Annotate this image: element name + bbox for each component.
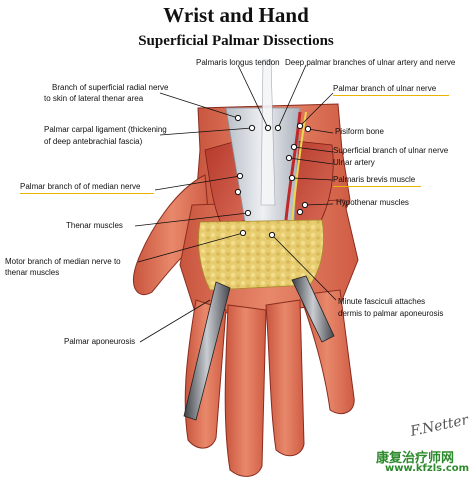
label-superficial-radial-nerve-2: to skin of lateral thenar area (44, 94, 144, 103)
label-palmar-carpal-ligament-2: of deep antebrachial fascia) (44, 137, 143, 146)
label-minute-fasciculi-1: Minute fasciculi attaches (338, 297, 426, 306)
label-palmar-branch-median-nerve: Palmar branch of of median nerve (20, 182, 154, 194)
label-superficial-branch-ulnar: Superficial branch of ulnar nerve (333, 146, 449, 155)
palmaris-longus-tendon (260, 59, 276, 206)
label-palmar-carpal-ligament-1: Palmar carpal ligament (thickening (44, 125, 167, 134)
label-hypothenar-muscles: Hypothenar muscles (336, 198, 409, 207)
watermark-site-url: www.kfzls.com (385, 463, 470, 474)
label-deep-palmar-branches: Deep palmar branches of ulnar artery and… (285, 58, 456, 67)
ring-finger (265, 299, 305, 457)
label-motor-branch-2: thenar muscles (5, 268, 60, 277)
pin-markers (234, 114, 312, 239)
middle-finger (224, 304, 267, 477)
forceps-left (183, 281, 231, 421)
label-minute-fasciculi-2: dermis to palmar aponeurosis (338, 309, 444, 318)
label-motor-branch-1: Motor branch of median nerve to (5, 257, 121, 266)
label-palmaris-longus: Palmaris longus tendon (196, 58, 280, 67)
label-pisiform-bone: Pisiform bone (335, 127, 384, 136)
label-superficial-radial-nerve-1: Branch of superficial radial nerve (52, 83, 169, 92)
page-subtitle: Superficial Palmar Dissections (138, 33, 334, 49)
label-thenar-muscles: Thenar muscles (66, 221, 123, 230)
watermark-site-name: 康复治疗师网 (376, 451, 455, 466)
page-title: Wrist and Hand (163, 3, 309, 27)
label-palmar-branch-ulnar-nerve: Palmar branch of ulnar nerve (333, 84, 449, 96)
ulnar-nerve (291, 111, 307, 223)
label-ulnar-artery: Ulnar artery (333, 158, 375, 167)
label-palmar-aponeurosis: Palmar aponeurosis (64, 337, 136, 346)
forceps-right (291, 275, 335, 343)
leader-lines (134, 64, 337, 343)
label-palmaris-brevis: Palmaris brevis muscle (333, 175, 421, 187)
